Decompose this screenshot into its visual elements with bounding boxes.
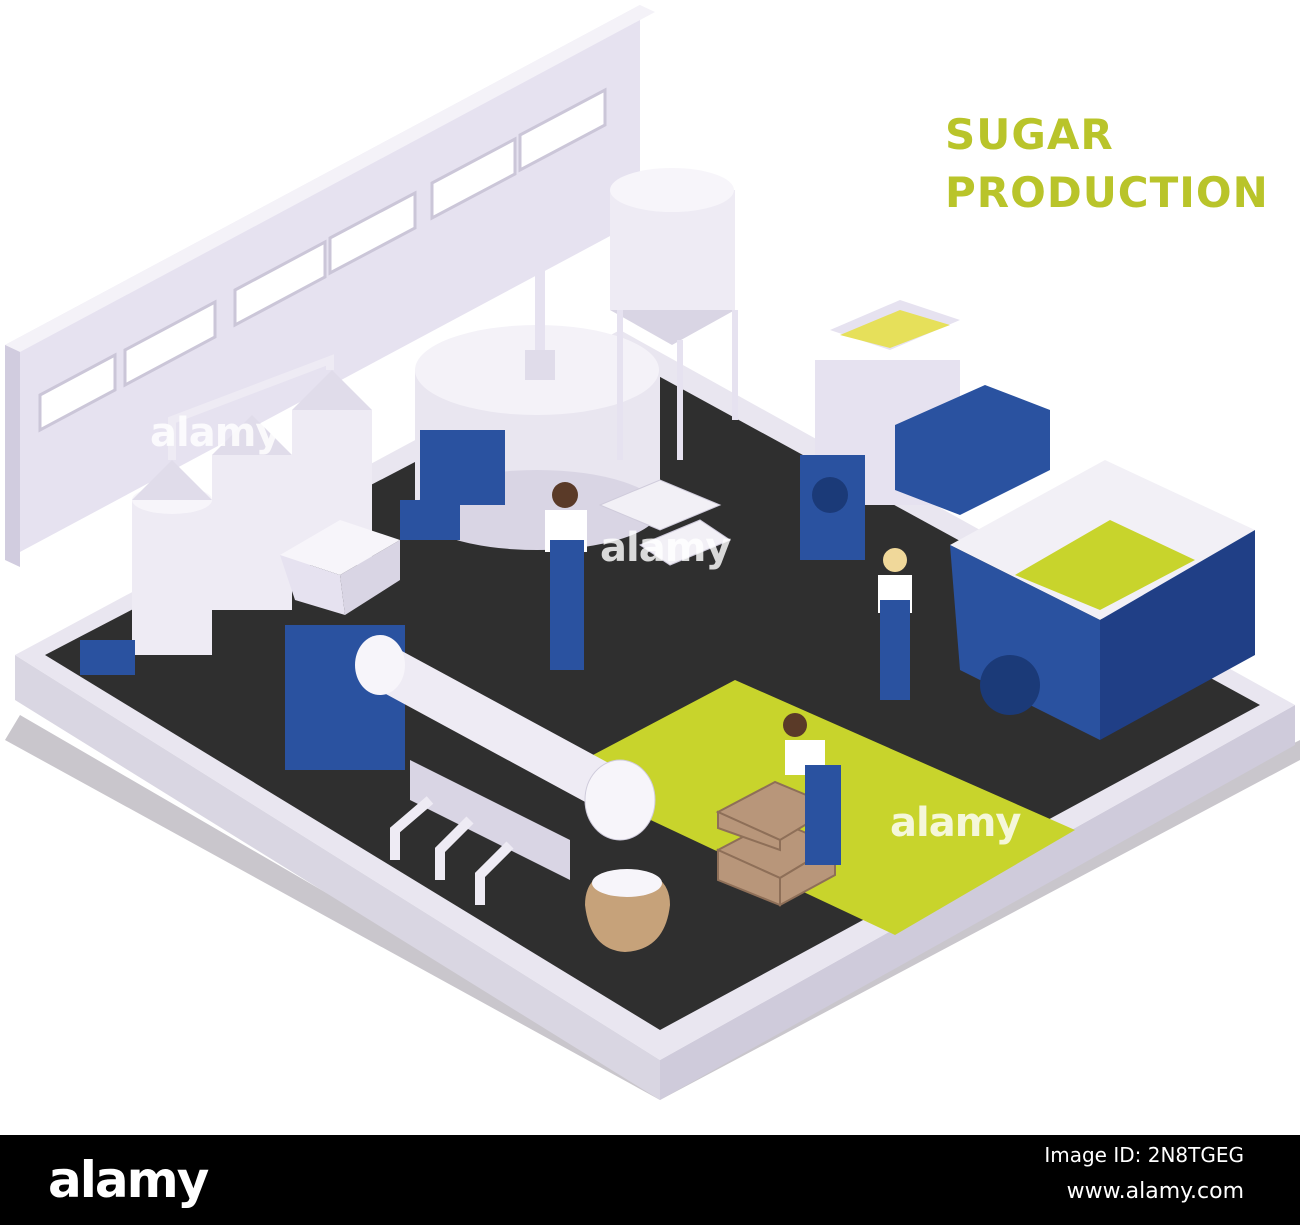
watermark: alamy [890,800,1021,846]
steps [598,479,732,566]
slicing-machine [800,300,1050,560]
small-tanks [132,354,372,655]
wall-windows [38,87,607,433]
watermark: alamy [150,410,281,456]
worker-walking [545,482,587,670]
platform-left-side [15,655,660,1100]
back-wall-front [5,345,20,567]
drying-drum [355,635,656,905]
back-wall [5,5,640,560]
watermark: alamy [600,525,731,571]
sugar-sack [585,869,670,952]
isometric-factory-illustration [5,5,1300,1100]
elevated-tank [610,168,738,460]
image-id: Image ID: 2N8TGEG [1044,1143,1244,1167]
hopper-machine [280,520,405,770]
site-url: www.alamy.com [1066,1179,1244,1204]
beet-bin-machine [950,460,1255,740]
back-wall-top [5,5,655,352]
title-line-2: PRODUCTION [945,168,1269,217]
footer-bar: alamy Image ID: 2N8TGEG www.alamy.com [0,1135,1300,1225]
worker-lifting-bags [783,713,841,865]
control-box [80,640,135,675]
platform-right-side [660,705,1295,1100]
control-box [400,500,460,540]
worker-operating [878,548,912,700]
title-line-1: SUGAR [945,110,1114,159]
footer-logo: alamy [48,1151,209,1209]
